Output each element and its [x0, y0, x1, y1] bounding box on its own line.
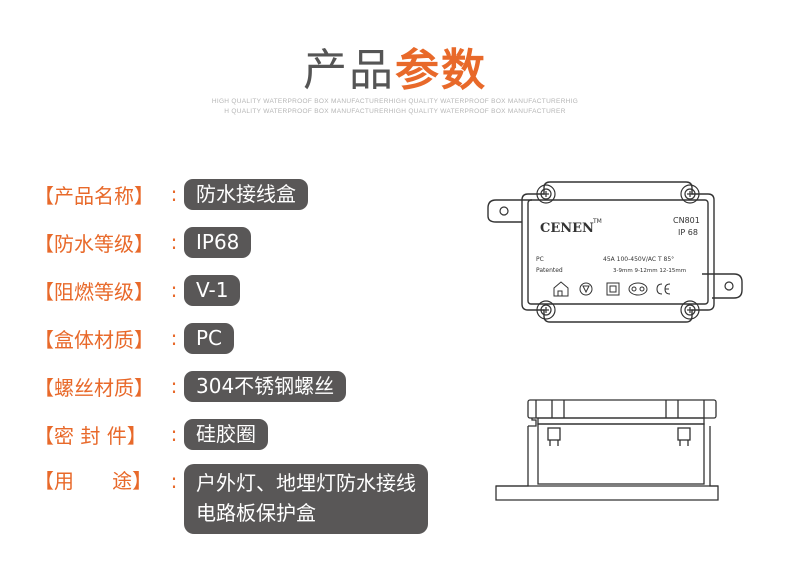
spec-value: V-1 [184, 274, 241, 306]
double-insulation-icon [606, 282, 620, 296]
ce-mark-icon [656, 283, 671, 295]
spec-label: 【密 封 件】 [34, 423, 147, 448]
material-text: PC [536, 256, 544, 263]
spec-row-product-name: 【产品名称】 : 防水接线盒 [34, 177, 308, 211]
recycle-icon [579, 282, 593, 296]
subtitle-line-2: H QUALITY WATERPROOF BOX MANUFACTURERHIG… [224, 108, 566, 115]
brand-logo: CENEN [540, 221, 594, 236]
subtitle-line-1: HIGH QUALITY WATERPROOF BOX MANUFACTURER… [211, 98, 579, 105]
spec-label: 【产品名称】 [34, 183, 154, 208]
spec-label: 【用 途】 [34, 469, 153, 493]
ip-text: IP 68 [678, 228, 698, 237]
spec-colon: : [170, 230, 178, 254]
spec-colon: : [170, 422, 178, 446]
spec-value: PC [184, 322, 235, 354]
spec-value: 防水接线盒 [184, 178, 308, 210]
model-text: CN801 [673, 216, 700, 225]
spec-colon: : [170, 469, 178, 493]
spec-row-usage: 【用 途】 : 户外灯、地埋灯防水接线 电路板保护盒 [34, 464, 428, 538]
spec-value: IP68 [184, 226, 252, 258]
trademark-mark: TM [592, 218, 602, 225]
product-top-view-drawing: CENEN TM CN801 IP 68 PC Patented 45A 100… [487, 181, 743, 323]
spec-value: 硅胶圈 [184, 418, 268, 450]
cqc-icon [628, 282, 648, 296]
spec-value: 户外灯、地埋灯防水接线 电路板保护盒 [184, 464, 428, 534]
product-side-view-drawing [495, 399, 719, 501]
spec-row-screw: 【螺丝材质】 : 304不锈钢螺丝 [34, 369, 347, 403]
spec-row-waterproof: 【防水等级】 : IP68 [34, 225, 252, 259]
title-part-1: 产品 [303, 45, 395, 96]
rating-text: 45A 100-450V/AC T 85° [603, 256, 674, 263]
spec-label: 【盒体材质】 [34, 327, 154, 352]
page-title: 产品参数 [0, 34, 790, 98]
spec-value-line-1: 户外灯、地埋灯防水接线 [196, 471, 416, 495]
house-icon [553, 281, 569, 297]
cable-range-text: 3-9mm 9-12mm 12-15mm [613, 268, 686, 274]
spec-colon: : [170, 278, 178, 302]
spec-value-line-2: 电路板保护盒 [196, 501, 316, 525]
title-part-2: 参数 [395, 45, 487, 96]
spec-value: 304不锈钢螺丝 [184, 370, 347, 402]
spec-row-flame: 【阻燃等级】 : V-1 [34, 273, 241, 307]
spec-label: 【螺丝材质】 [34, 375, 154, 400]
spec-row-seal: 【密 封 件】 : 硅胶圈 [34, 417, 268, 451]
spec-row-material: 【盒体材质】 : PC [34, 321, 235, 355]
spec-label: 【防水等级】 [34, 231, 154, 256]
spec-label: 【阻燃等级】 [34, 279, 154, 304]
patented-text: Patented [536, 267, 563, 274]
spec-colon: : [170, 182, 178, 206]
spec-colon: : [170, 374, 178, 398]
spec-colon: : [170, 326, 178, 350]
